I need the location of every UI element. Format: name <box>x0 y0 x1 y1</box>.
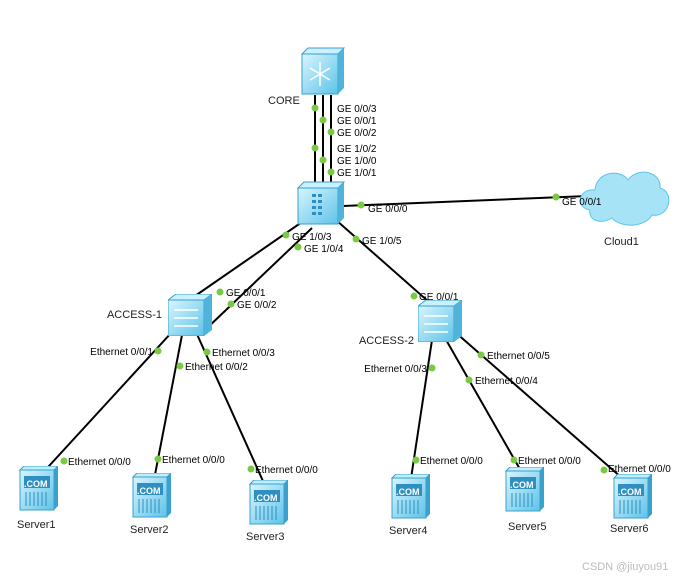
port-label: GE 0/0/1 <box>562 197 602 208</box>
server1[interactable]: .COM Server1 <box>17 466 58 531</box>
port-label: GE 1/0/1 <box>337 168 377 179</box>
server5[interactable]: .COM Server5 <box>505 467 547 533</box>
server4[interactable]: .COM Server4 <box>389 474 430 537</box>
port-label: GE 0/0/2 <box>237 300 277 311</box>
link-agg-access1-2 <box>204 227 313 331</box>
port-label: GE 1/0/0 <box>337 156 377 167</box>
server1-label: Server1 <box>17 519 56 531</box>
server3-badge: .COM <box>254 493 278 503</box>
access1-label: ACCESS-1 <box>107 309 162 321</box>
server5-label: Server5 <box>508 521 547 533</box>
port-label: GE 1/0/5 <box>362 236 402 247</box>
port-label: Ethernet 0/0/1 <box>90 347 153 358</box>
core-switch-icon[interactable] <box>300 47 346 95</box>
server4-label: Server4 <box>389 525 428 537</box>
link-access1-server1 <box>37 331 173 479</box>
port-label: Ethernet 0/0/0 <box>68 457 131 468</box>
link-access1-server3 <box>195 331 268 491</box>
server3[interactable]: .COM Server3 <box>246 480 288 543</box>
port-label: Ethernet 0/0/0 <box>420 456 483 467</box>
port-label: GE 0/0/1 <box>419 292 459 303</box>
port-label: Ethernet 0/0/2 <box>185 362 248 373</box>
access2-switch-icon[interactable] <box>418 300 462 342</box>
port-dots <box>60 104 608 474</box>
port-label: Ethernet 0/0/0 <box>255 465 318 476</box>
port-label: Ethernet 0/0/0 <box>518 456 581 467</box>
port-label: GE 0/0/2 <box>337 128 377 139</box>
port-label: Ethernet 0/0/0 <box>162 455 225 466</box>
server6-badge: .COM <box>618 487 642 497</box>
port-label: Ethernet 0/0/0 <box>608 464 671 475</box>
core-label: CORE <box>268 95 300 107</box>
port-label: GE 0/0/0 <box>368 204 408 215</box>
port-label: GE 0/0/3 <box>337 104 377 115</box>
links <box>37 95 631 491</box>
cloud-icon[interactable] <box>580 171 670 226</box>
server1-badge: .COM <box>24 479 48 489</box>
port-label: Ethernet 0/0/3 <box>364 364 427 375</box>
port-label: Ethernet 0/0/4 <box>475 376 538 387</box>
link-agg-access1-1 <box>181 221 303 306</box>
port-label: GE 1/0/3 <box>292 232 332 243</box>
port-labels: GE 0/0/3 GE 0/0/1 GE 0/0/2 GE 1/0/2 GE 1… <box>68 104 671 476</box>
watermark: CSDN @jiuyou91 <box>582 561 668 573</box>
server3-label: Server3 <box>246 531 285 543</box>
link-access2-server6 <box>454 331 631 486</box>
cloud-label: Cloud1 <box>604 236 639 248</box>
port-label: GE 1/0/4 <box>304 244 344 255</box>
port-label: Ethernet 0/0/5 <box>487 351 550 362</box>
link-access2-server5 <box>444 337 526 479</box>
server2[interactable]: .COM Server2 <box>130 473 171 536</box>
port-label: GE 1/0/2 <box>337 144 377 155</box>
server2-badge: .COM <box>137 486 161 496</box>
access2-label: ACCESS-2 <box>359 335 414 347</box>
server6[interactable]: .COM Server6 <box>610 474 652 535</box>
port-label: Ethernet 0/0/3 <box>212 348 275 359</box>
port-label: GE 0/0/1 <box>226 288 266 299</box>
server2-label: Server2 <box>130 524 169 536</box>
port-label: GE 0/0/1 <box>337 116 377 127</box>
link-agg-cloud <box>342 195 589 207</box>
access1-switch-icon[interactable] <box>168 294 212 336</box>
firewall-switch-icon[interactable] <box>296 181 346 225</box>
server6-label: Server6 <box>610 523 649 535</box>
link-agg-access2 <box>335 219 439 311</box>
server5-badge: .COM <box>510 480 534 490</box>
server4-badge: .COM <box>396 487 420 497</box>
